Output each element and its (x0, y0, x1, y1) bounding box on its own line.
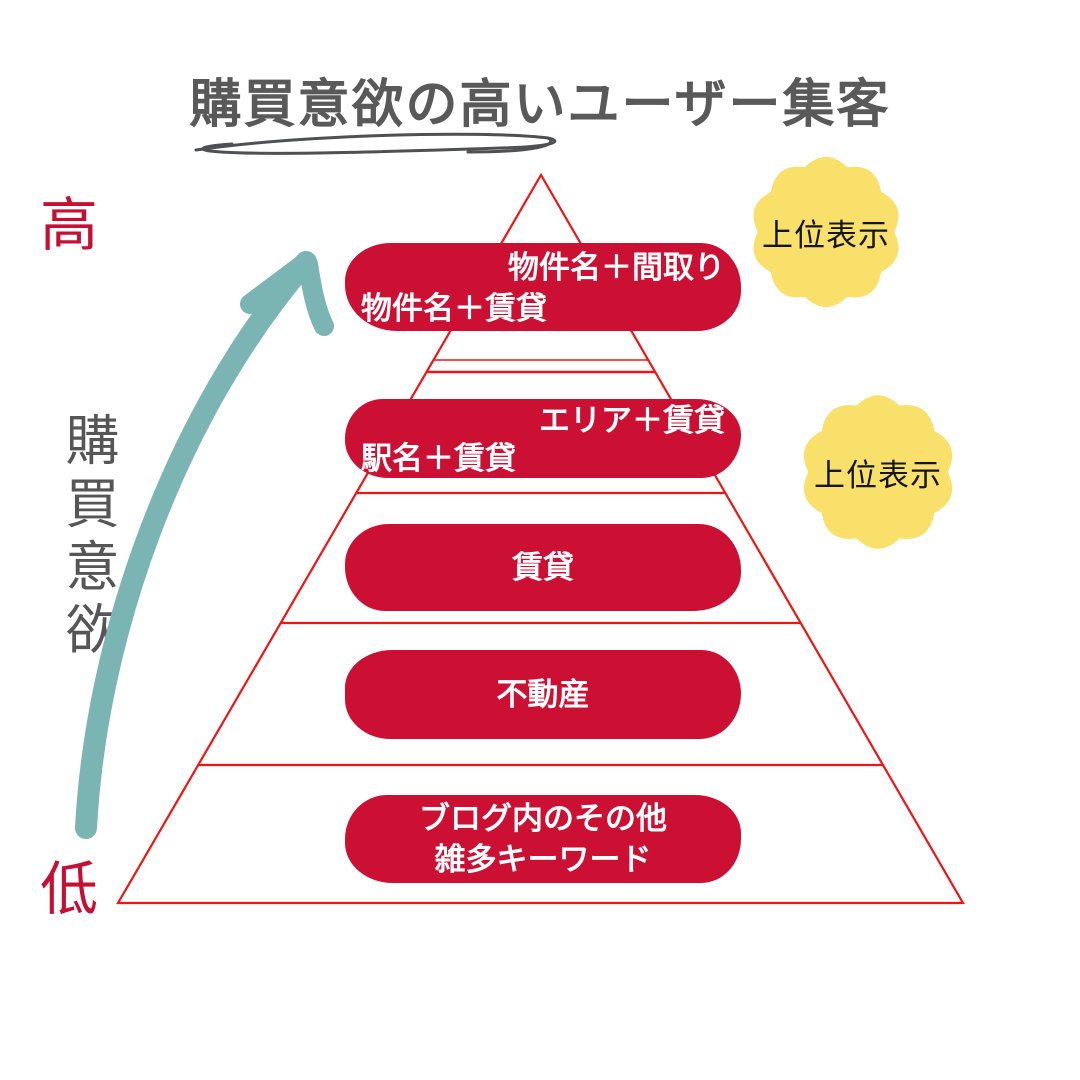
level-keyword: 雑多キーワード (434, 842, 652, 877)
level-keyword: ブログ内のその他 (419, 801, 667, 836)
top-ranking-badge: 上位表示 (736, 142, 916, 322)
pyramid-level-2: エリア＋賃貸 駅名＋賃貸 (345, 399, 741, 478)
top-ranking-badge: 上位表示 (786, 380, 970, 564)
pyramid-level-5: ブログ内のその他 雑多キーワード (345, 795, 741, 883)
pyramid-level-1: 物件名＋間取り 物件名＋賃貸 (345, 243, 741, 331)
page-title: 購買意欲の高いユーザー集客 (189, 76, 891, 134)
axis-low-label: 低 (40, 857, 99, 922)
level-keyword: 駅名＋賃貸 (361, 441, 516, 476)
level-keyword: 賃貸 (512, 550, 574, 585)
pyramid-level-4: 不動産 (345, 650, 741, 739)
badge-label: 上位表示 (762, 217, 890, 253)
axis-title: 購買意欲 (57, 412, 117, 664)
scalloped-seal-icon (803, 395, 953, 549)
level-keyword: 物件名＋賃貸 (361, 291, 547, 326)
level-keyword: エリア＋賃貸 (539, 403, 725, 438)
scalloped-seal-icon (753, 156, 899, 308)
pyramid-level-3: 賃貸 (345, 524, 741, 611)
level-keyword: 物件名＋間取り (508, 250, 725, 285)
badge-label: 上位表示 (814, 457, 942, 493)
level-keyword: 不動産 (496, 677, 590, 712)
axis-high-label: 高 (40, 193, 99, 258)
